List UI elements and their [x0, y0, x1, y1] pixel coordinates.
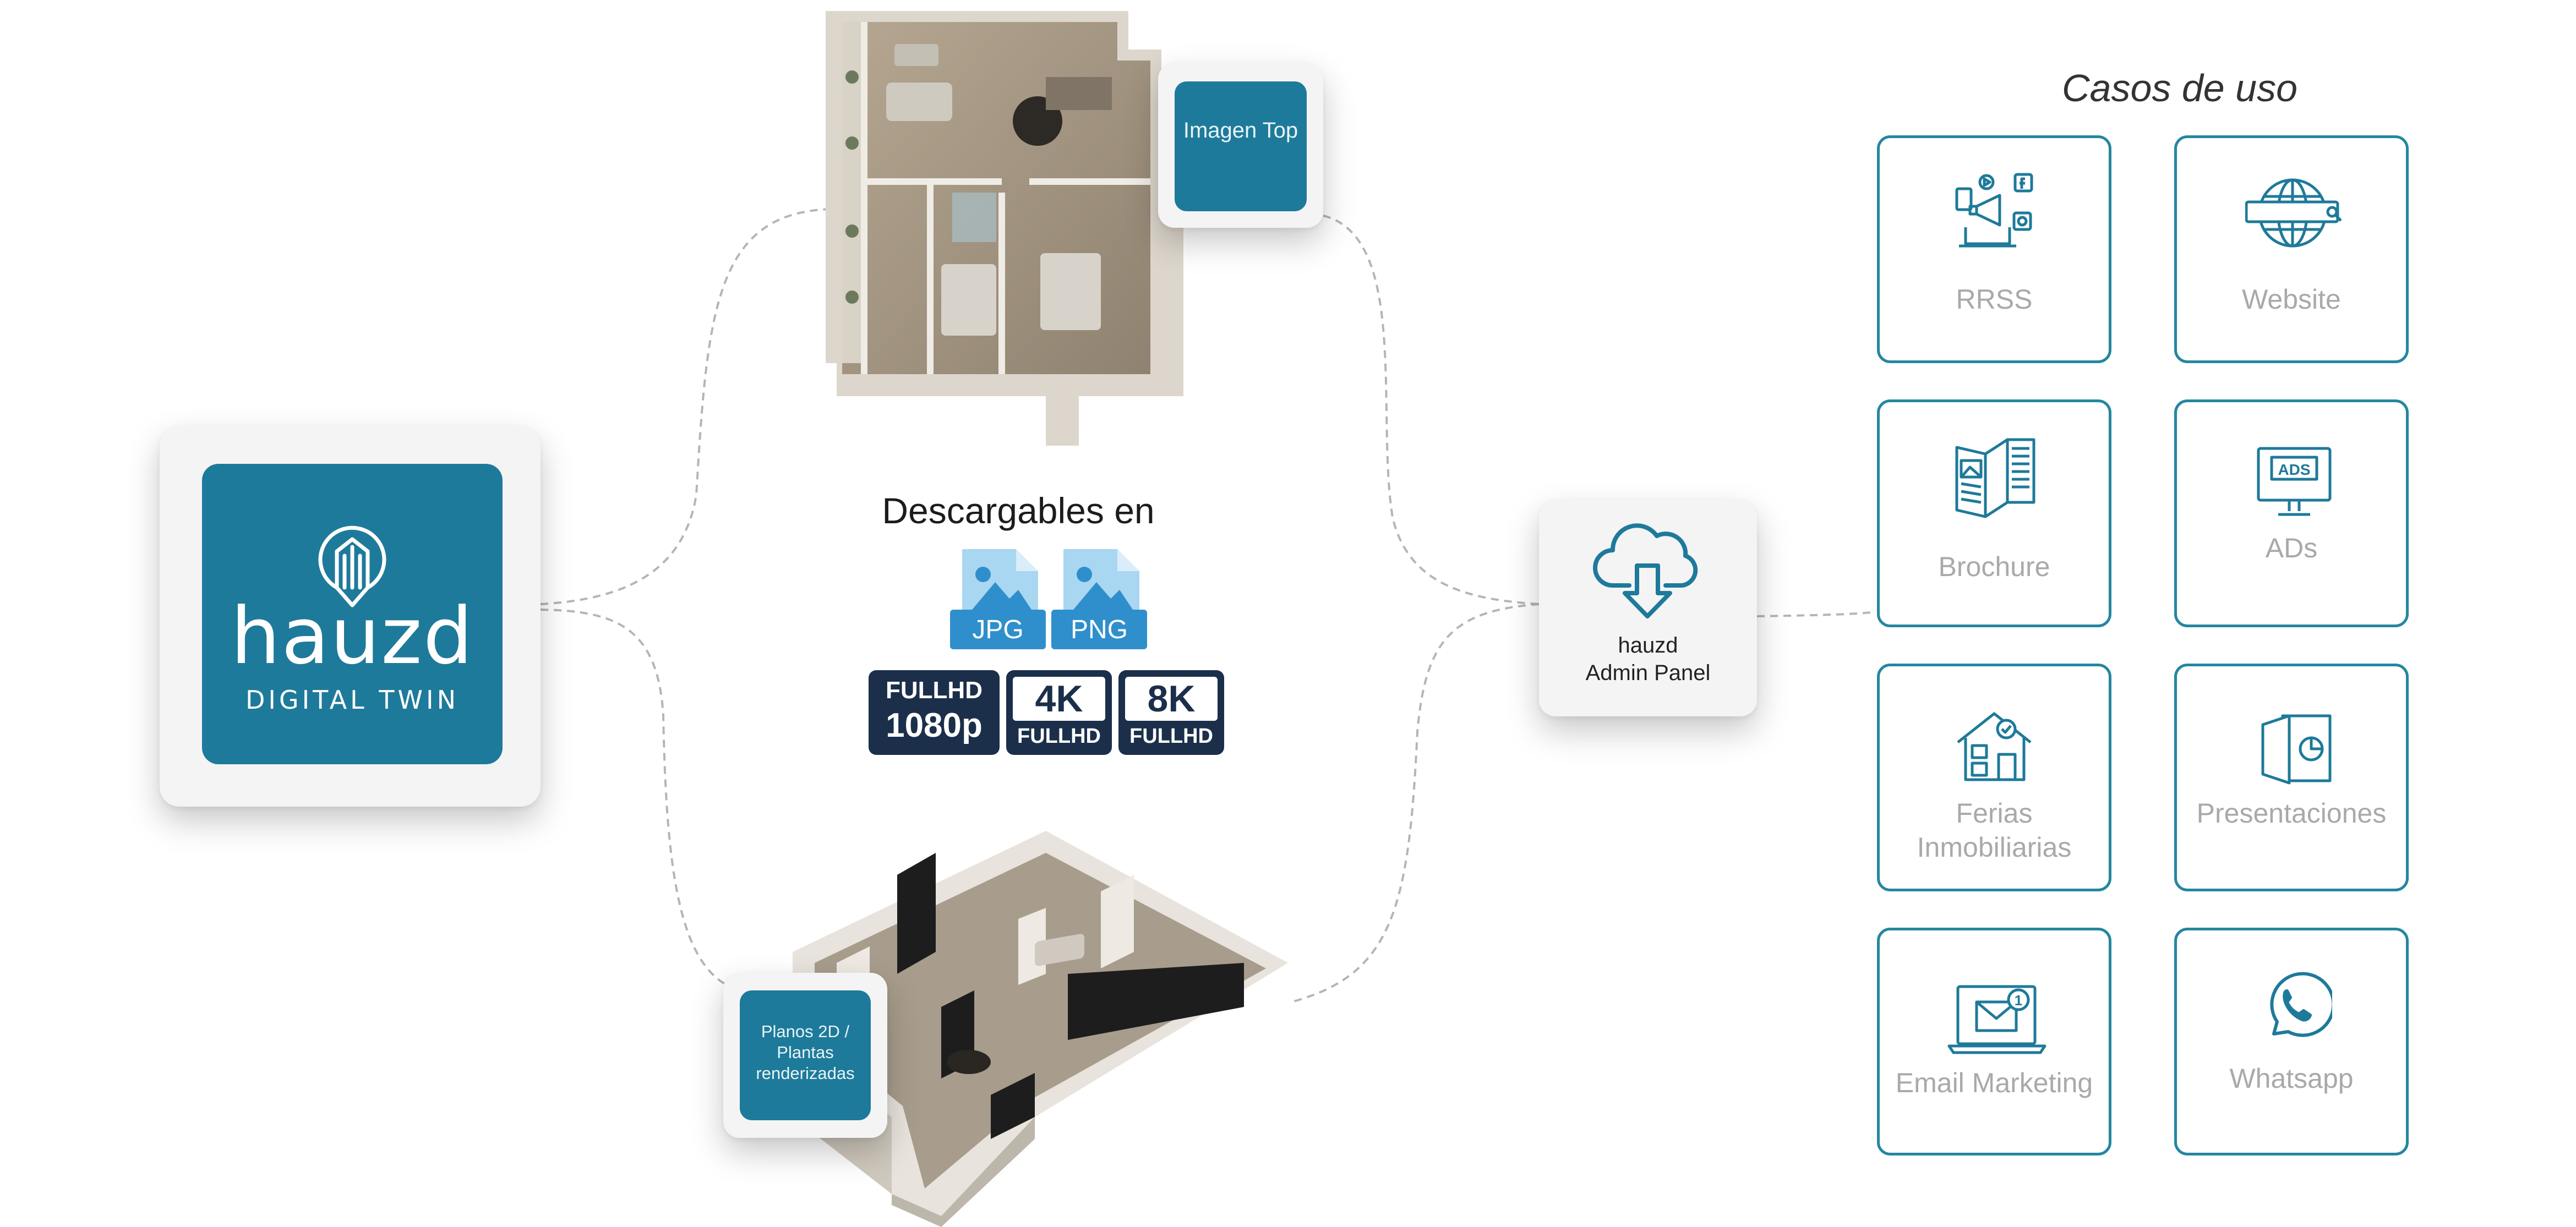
svg-text:ADS: ADS — [2278, 461, 2310, 478]
building-pin-icon — [318, 525, 386, 607]
logo-tile — [202, 464, 503, 764]
use-case-ferias: Ferias Inmobiliarias — [1877, 664, 2111, 891]
use-case-website-label: Website — [2242, 284, 2341, 315]
use-case-whatsapp-label: Whatsapp — [2229, 1063, 2354, 1094]
8k-plate — [1125, 677, 1218, 721]
planos-tile — [740, 990, 871, 1120]
use-case-ads-label: ADs — [2265, 533, 2318, 563]
jpg-label: JPG — [972, 615, 1024, 644]
whatsapp-icon — [2270, 972, 2332, 1037]
jpg-file-icon: JPG — [949, 548, 1047, 650]
use-case-website: Website — [2174, 135, 2409, 363]
admin-panel-card — [1539, 500, 1757, 716]
4k-plate — [1013, 677, 1105, 721]
brochure-icon — [1955, 438, 2035, 518]
house-check-icon — [1957, 712, 2032, 781]
use-case-email: 1 Email Marketing — [1877, 928, 2111, 1155]
use-cases-title: Casos de uso — [2061, 67, 2298, 109]
use-case-whatsapp: Whatsapp — [2174, 928, 2409, 1155]
png-label: PNG — [1070, 615, 1128, 644]
use-case-brochure: Brochure — [1877, 399, 2111, 627]
floorplan-isometric-view — [793, 831, 1288, 1227]
resolution-8k-bottom: FULLHD — [1129, 725, 1213, 748]
ads-monitor-icon: ADS — [2257, 447, 2332, 516]
floorplan-top-view — [826, 11, 1183, 446]
downloads-title: Descargables en — [882, 490, 1155, 531]
use-case-rrss-label: RRSS — [1956, 284, 2033, 315]
cloud-download-icon — [1593, 523, 1698, 618]
resolution-badge-8k: 8K FULLHD — [1118, 670, 1224, 755]
resolution-4k-bottom: FULLHD — [1017, 725, 1101, 748]
use-case-rrss: RRSS — [1877, 135, 2111, 363]
use-case-email-label: Email Marketing — [1895, 1067, 2093, 1098]
admin-label-line1: hauzd — [1618, 633, 1678, 658]
imagen-top-label: Imagen Top — [1183, 118, 1298, 143]
use-case-ads: ADS ADs — [2174, 399, 2409, 627]
use-case-brochure-label: Brochure — [1938, 551, 2050, 582]
social-media-icon — [1955, 173, 2033, 248]
brand-name: hauzd — [231, 591, 474, 682]
resolution-8k-top: 8K — [1147, 678, 1196, 720]
use-case-presentaciones: Presentaciones — [2174, 664, 2409, 891]
use-case-presentaciones-label: Presentaciones — [2196, 798, 2387, 829]
resolution-1080-top: FULLHD — [886, 677, 983, 704]
presentation-icon — [2261, 714, 2332, 785]
resolution-badge-4k: 4K FULLHD — [1006, 670, 1112, 755]
resolution-4k-top: 4K — [1035, 678, 1083, 720]
imagen-top-tile — [1175, 81, 1307, 211]
laptop-email-icon: 1 — [1947, 985, 2046, 1054]
use-case-ferias-label: Ferias Inmobiliarias — [1917, 798, 2072, 863]
resolution-badge-1080p: FULLHD 1080p — [869, 670, 1000, 755]
admin-panel-label: hauzd Admin Panel — [1539, 632, 1757, 687]
admin-label-line2: Admin Panel — [1585, 661, 1711, 685]
globe-search-icon — [2245, 178, 2342, 248]
planos-label: Planos 2D / Plantas renderizadas — [756, 1022, 855, 1083]
brand-subtitle: DIGITAL TWIN — [245, 685, 459, 715]
png-file-icon: PNG — [1050, 548, 1148, 650]
svg-text:1: 1 — [2015, 992, 2022, 1009]
resolution-1080-bottom: 1080p — [886, 706, 983, 744]
